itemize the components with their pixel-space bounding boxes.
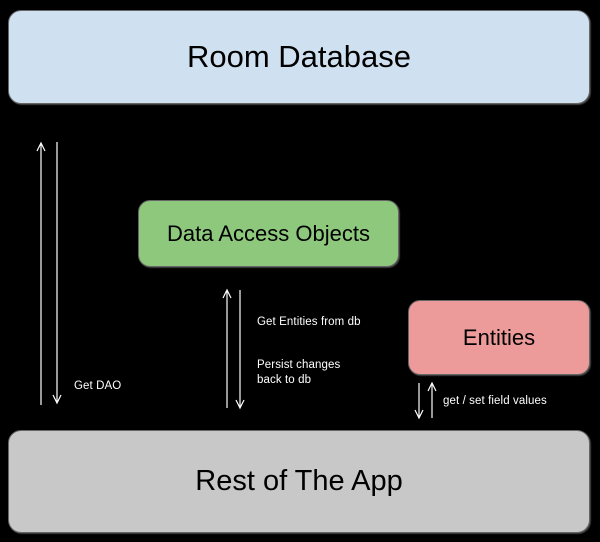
node-rest-of-the-app[interactable]: Rest of The App (8, 430, 590, 533)
connector-field-values-down (414, 383, 424, 420)
node-room-database[interactable]: Room Database (8, 10, 590, 104)
edge-label-get-dao: Get DAO (74, 380, 122, 392)
connector-get-entities-from-db (222, 288, 232, 408)
node-entities[interactable]: Entities (408, 300, 590, 375)
connector-get-dao-return (52, 142, 62, 405)
node-data-access-objects-label: Data Access Objects (167, 220, 370, 246)
connector-persist-changes-back-to-db (235, 290, 245, 410)
connector-get-set-field-values (427, 381, 437, 418)
edge-label-persist-changes-back-to-db: Persist changes back to db (257, 359, 341, 386)
node-room-database-label: Room Database (186, 39, 411, 74)
node-rest-of-the-app-label: Rest of The App (195, 465, 403, 497)
edge-label-get-entities-from-db: Get Entities from db (257, 316, 361, 328)
edge-label-get-set-field-values: get / set field values (443, 395, 547, 407)
connector-get-dao-request (36, 141, 46, 405)
node-data-access-objects[interactable]: Data Access Objects (138, 200, 399, 267)
node-entities-label: Entities (462, 324, 536, 350)
